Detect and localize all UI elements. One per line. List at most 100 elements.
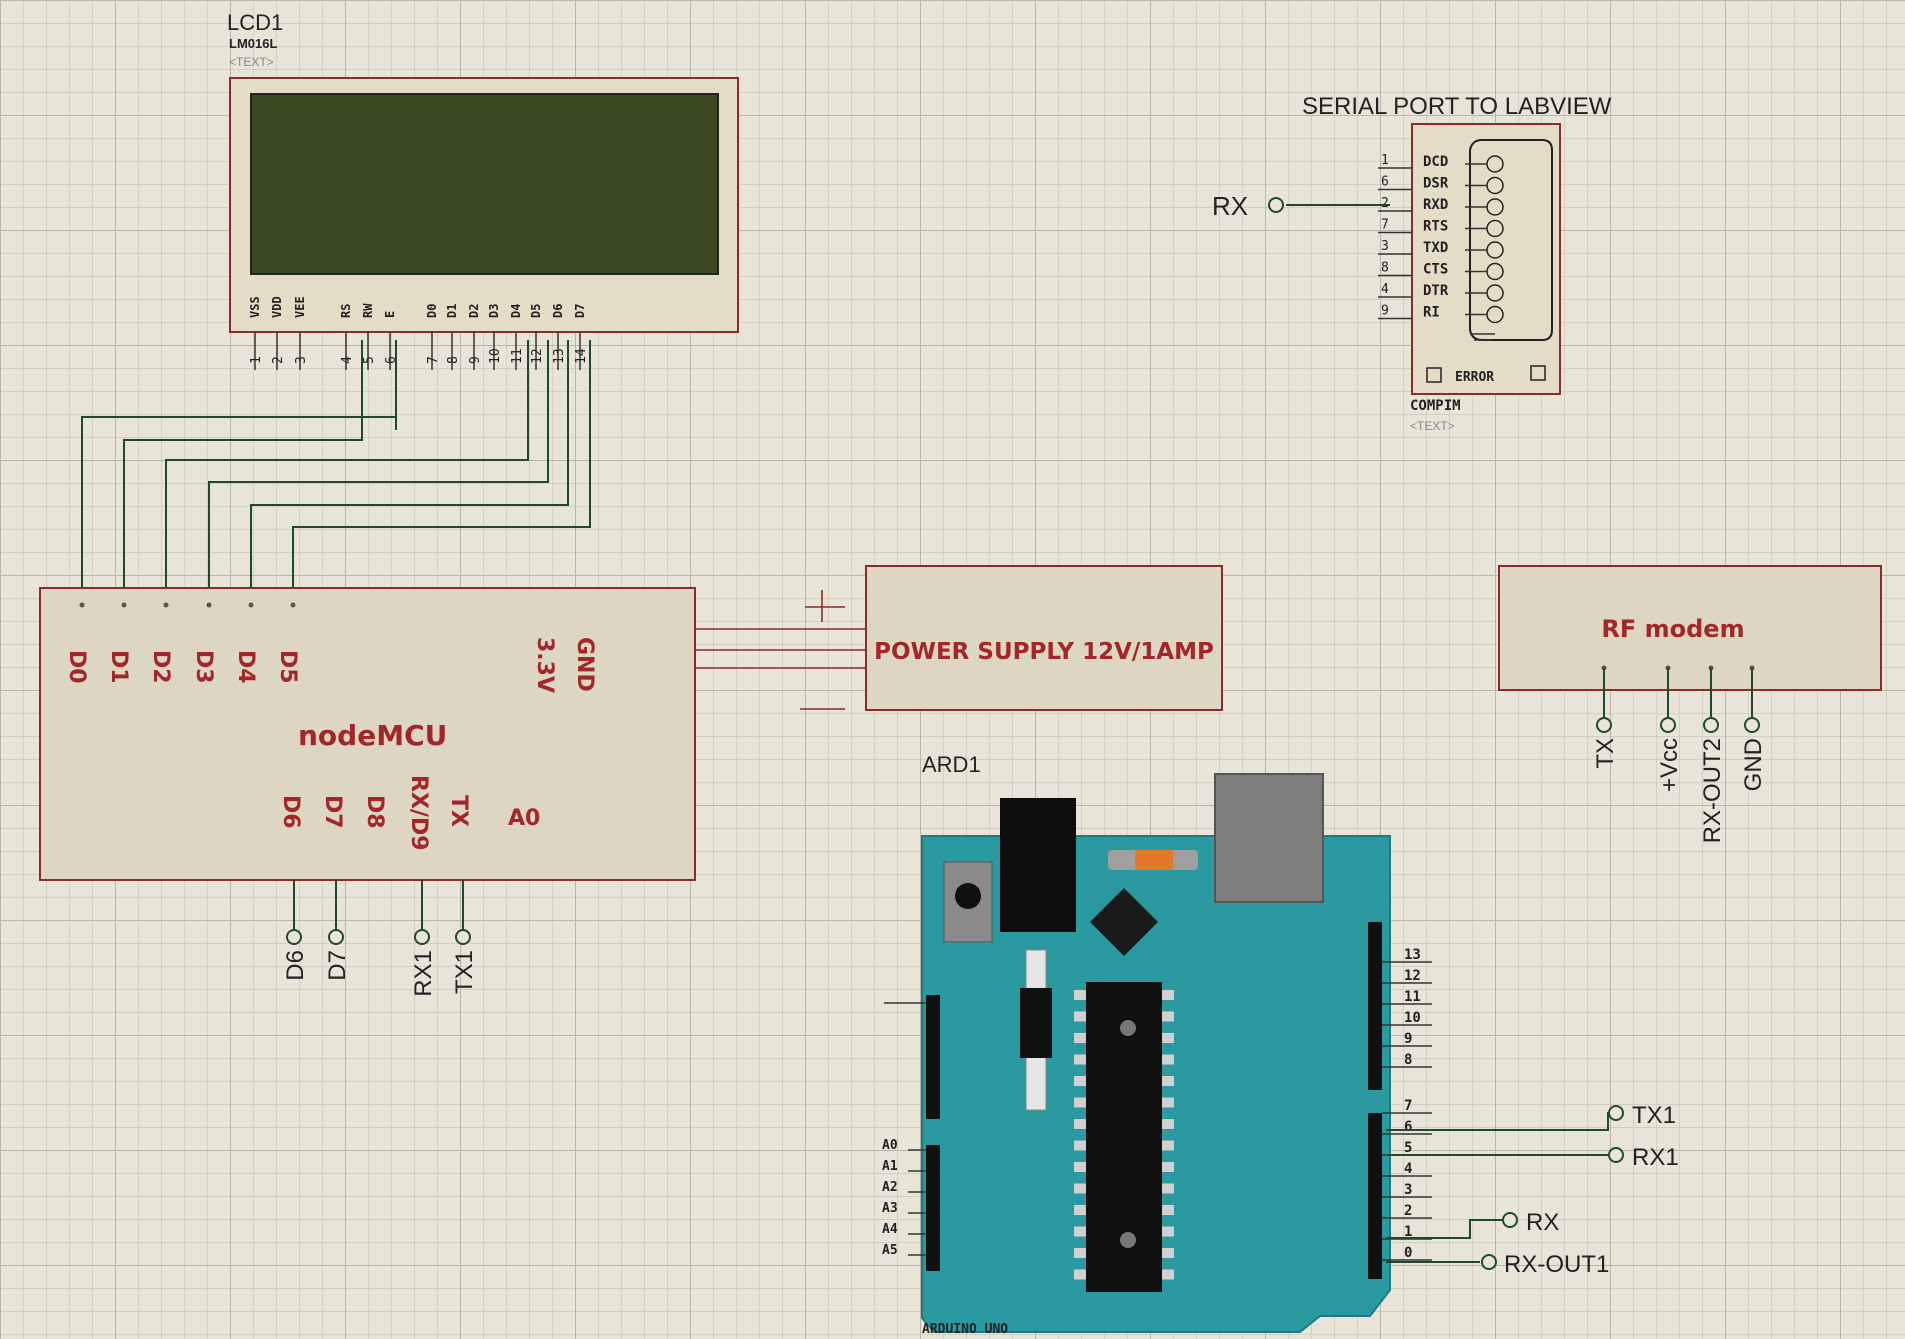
arduino-analog-label-a2: A2	[882, 1180, 898, 1195]
nodemcu-pin-label-d2: D2	[148, 650, 173, 684]
wire-d1-e	[123, 415, 363, 605]
diode-body	[1020, 988, 1052, 1058]
net-label-rx: RX	[1526, 1209, 1559, 1236]
nodemcu-pin-dot-d1[interactable]	[121, 602, 127, 608]
plus-sign	[805, 590, 845, 622]
lcd-pin-num-d3: 10	[488, 348, 503, 364]
lcd-pin-group: VSS1VDD2VEE3RS4RW5E6D07D18D29D310D411D51…	[248, 296, 589, 370]
terminal-nodemcu-tx1[interactable]	[455, 929, 471, 945]
serial-text-placeholder: <TEXT>	[1410, 419, 1455, 433]
nodemcu-pin-label-d6: D6	[278, 795, 303, 829]
chip-pin-right	[1162, 1033, 1174, 1043]
reset-button-cap	[955, 883, 981, 909]
nodemcu-pin-dot-d0[interactable]	[79, 602, 85, 608]
wire-d4-d6	[250, 340, 569, 605]
chip-pin-left	[1074, 1097, 1086, 1108]
terminal-rx1[interactable]	[1608, 1147, 1624, 1163]
analog-header	[926, 1145, 940, 1271]
nodemcu-pin-dot-d4[interactable]	[248, 602, 254, 608]
lcd-pin-label-d4: D4	[509, 304, 523, 318]
arduino-analog-label-a3: A3	[882, 1201, 898, 1216]
serial-pin-num-dsr: 6	[1381, 175, 1389, 190]
serial-pin-num-rxd: 2	[1381, 196, 1389, 211]
chip-pin-left	[1074, 1162, 1086, 1172]
nodemcu-pin-label-d1: D1	[106, 650, 131, 684]
terminal-nodemcu-d7[interactable]	[328, 929, 344, 945]
rf-terminal-rx-out2[interactable]	[1703, 717, 1719, 733]
rf-terminal-gnd[interactable]	[1744, 717, 1760, 733]
terminal-nodemcu-d6[interactable]	[286, 929, 302, 945]
chip-dot-1	[1120, 1020, 1136, 1036]
nodemcu-pin-dot-d5[interactable]	[290, 602, 296, 608]
terminal-serial-rx[interactable]	[1268, 197, 1284, 213]
chip-pin-left	[1074, 1076, 1086, 1086]
chip-pin-right	[1162, 1226, 1174, 1237]
db9-contact-dcd	[1486, 155, 1504, 173]
lcd-pin-num-vee: 3	[294, 356, 309, 364]
chip-pin-right	[1162, 1119, 1174, 1129]
arduino-digital-label-5: 5	[1404, 1140, 1412, 1156]
terminal-nodemcu-rx1[interactable]	[414, 929, 430, 945]
lcd-pin-label-d0: D0	[425, 304, 439, 318]
lcd-pin-num-e: 6	[384, 356, 399, 364]
wire-rx	[1386, 1219, 1502, 1239]
rf-modem-label: RF modem	[1601, 615, 1744, 643]
arduino-digital-label-13: 13	[1404, 947, 1421, 963]
serial-ref: COMPIM	[1410, 398, 1461, 414]
lcd-pin-label-d2: D2	[467, 304, 481, 318]
chip-dot-2	[1120, 1232, 1136, 1248]
lcd-pin-num-d1: 8	[446, 356, 461, 364]
terminal-rx[interactable]	[1502, 1212, 1518, 1228]
terminal-rx-out1[interactable]	[1481, 1254, 1497, 1270]
arduino-analog-label-a4: A4	[882, 1222, 898, 1237]
terminal-tx1[interactable]	[1608, 1105, 1624, 1121]
db9-contact-txd	[1486, 241, 1504, 259]
chip-pin-right	[1162, 990, 1174, 1000]
lcd-pin-label-vee: VEE	[293, 296, 307, 318]
usb-chip	[1090, 888, 1158, 956]
arduino-digital-label-7: 7	[1404, 1098, 1412, 1114]
pin-label-gnd: GND	[572, 637, 597, 692]
rf-pin-label-vcc: +Vcc	[1656, 738, 1683, 792]
chip-pin-left	[1074, 1140, 1086, 1151]
db9-shell	[1469, 139, 1553, 341]
power-header	[926, 995, 940, 1119]
pin-label-a0: A0	[508, 806, 540, 831]
arduino-analog-label-a0: A0	[882, 1138, 898, 1153]
chip-pin-left	[1074, 1226, 1086, 1237]
nodemcu-pin-dot-d2[interactable]	[163, 602, 169, 608]
arduino-analog-label-a5: A5	[882, 1243, 898, 1258]
lcd-pin-label-rs: RS	[339, 304, 353, 318]
chip-pin-right	[1162, 1162, 1174, 1172]
lcd-pin-num-rw: 5	[362, 356, 377, 364]
nodemcu-pin-label-d4: D4	[233, 650, 258, 684]
rf-terminal-vcc[interactable]	[1660, 717, 1676, 733]
lcd-nodemcu-wires	[81, 340, 591, 605]
chip-pin-right	[1162, 1011, 1174, 1022]
lcd-pin-label-d3: D3	[487, 304, 501, 318]
rf-pin-label-tx: TX	[1592, 738, 1619, 769]
nodemcu-pin-dot-d3[interactable]	[206, 602, 212, 608]
serial-signal-dcd: DCD	[1423, 154, 1448, 170]
nodemcu-pin-label-d5: D5	[275, 650, 300, 684]
power-supply-body	[865, 565, 1223, 711]
chip-pin-right	[1162, 1054, 1174, 1065]
arduino-name: ARDUINO UNO	[922, 1322, 1008, 1337]
lcd-component[interactable]: LCD1 LM016L <TEXT> VSS1VDD2VEE3RS4RW5E6D…	[227, 10, 739, 370]
arduino-digital-label-1: 1	[1404, 1224, 1412, 1240]
rf-terminal-tx[interactable]	[1596, 717, 1612, 733]
serial-signal-ri: RI	[1423, 305, 1440, 321]
lcd-pin-num-d2: 9	[468, 356, 483, 364]
power-supply-component[interactable]: POWER SUPPLY 12V/1AMP	[865, 565, 1223, 711]
net-label-tx1: TX1	[1632, 1102, 1676, 1129]
lcd-pin-label-d5: D5	[529, 304, 543, 318]
lcd-pin-label-d6: D6	[551, 304, 565, 318]
nodemcu-pin-label-rx-d9: RX/D9	[406, 775, 431, 851]
